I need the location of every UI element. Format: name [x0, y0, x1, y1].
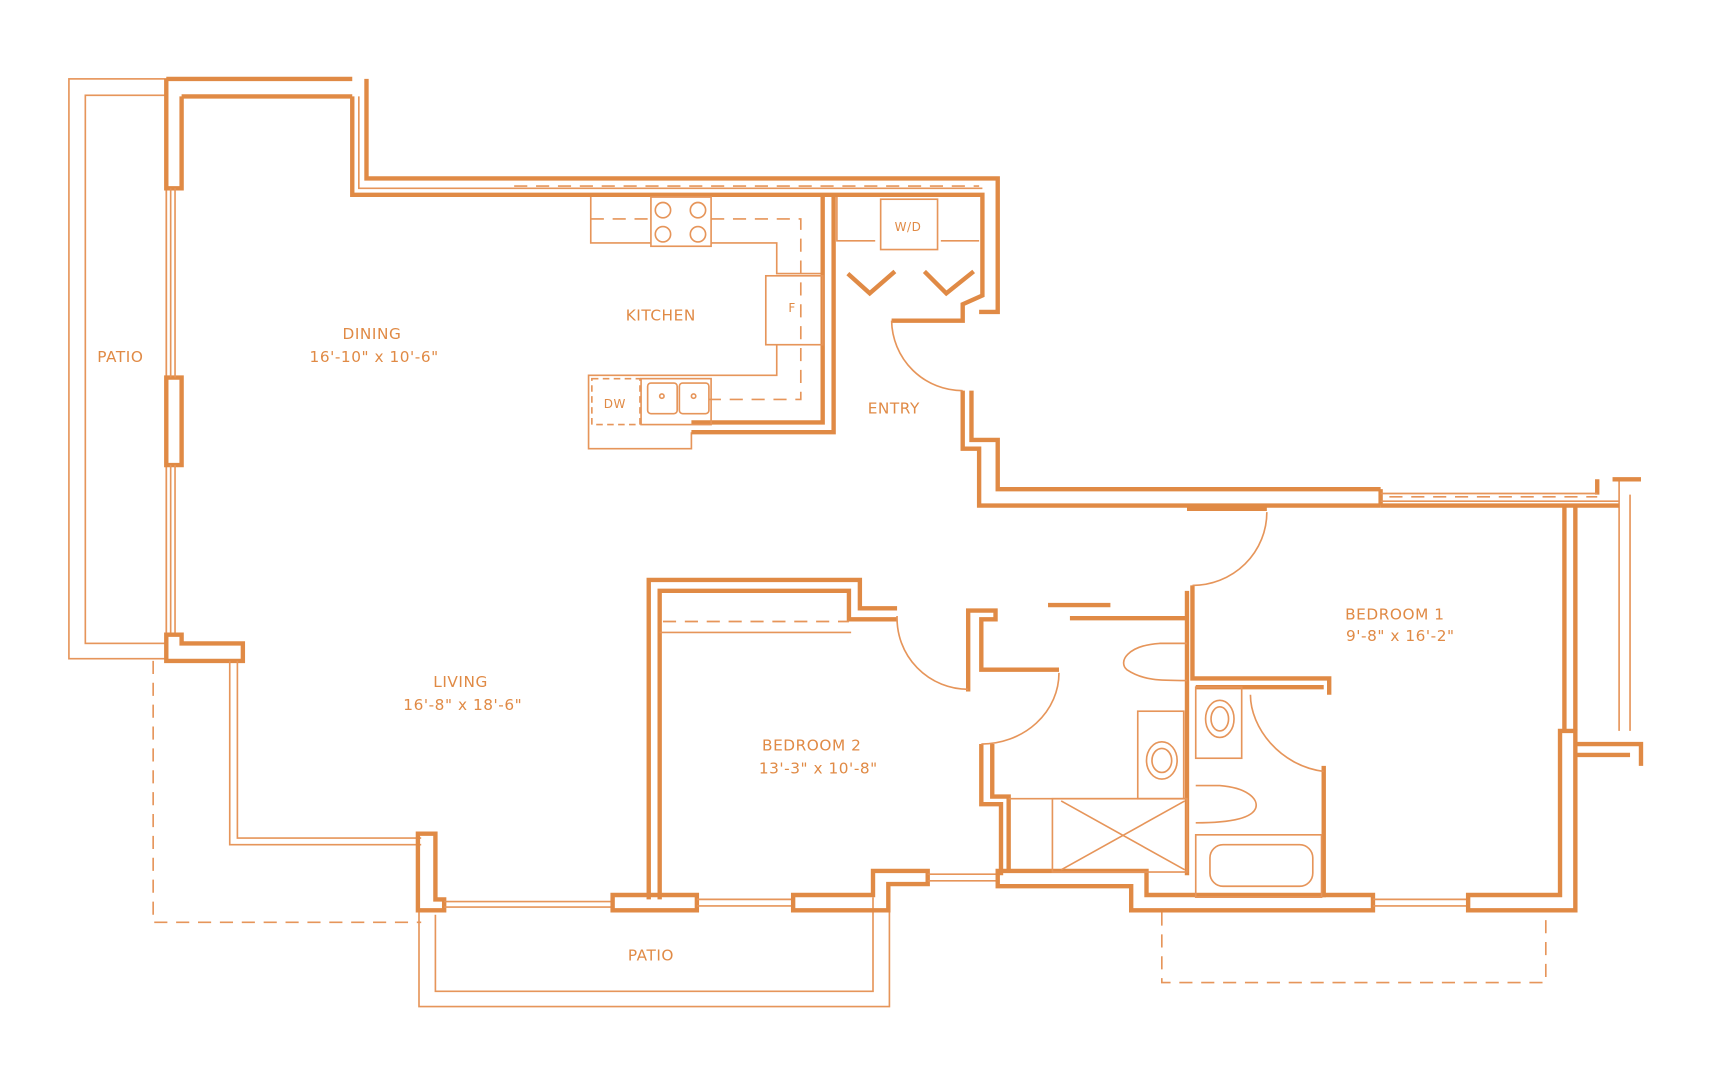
kitchen-counters: [587, 197, 836, 450]
bathroom2-door[interactable]: [981, 672, 1060, 745]
sink-icon: [640, 377, 712, 426]
bedroom1-door[interactable]: [1192, 512, 1268, 587]
patio-west-outline: [68, 78, 168, 660]
bedroom2-label: BEDROOM 2: [762, 737, 861, 755]
bathroom1-door[interactable]: [1249, 694, 1324, 773]
living-dims: 16'-8" x 18'-6": [403, 696, 522, 714]
bathroom2: [1008, 590, 1190, 876]
patio-east-dashed: [1160, 912, 1547, 984]
dining-label: DINING: [343, 325, 402, 343]
stove-icon: [650, 196, 712, 248]
bedroom1-walls: [1186, 506, 1332, 898]
entry-label: ENTRY: [868, 400, 920, 418]
bedroom2-door[interactable]: [896, 616, 969, 691]
dining-dims: 16'-10" x 10'-6": [310, 348, 439, 366]
dishwasher-icon: [591, 377, 641, 426]
kitchen-label: KITCHEN: [626, 307, 696, 325]
entry-door[interactable]: [890, 320, 963, 392]
patio-south-outline: [418, 888, 891, 1008]
fridge-icon: [764, 274, 824, 346]
dishwasher-label: DW: [604, 397, 626, 411]
living-label: LIVING: [433, 673, 488, 691]
patio-west-label: PATIO: [97, 348, 143, 366]
patio-west-dashed-extension: [152, 660, 422, 924]
bedroom1-dims: 9'-8" x 16'-2": [1346, 627, 1455, 645]
bathroom1: [1194, 686, 1323, 899]
exterior-walls: [164, 76, 1644, 913]
fridge-label: F: [788, 301, 795, 315]
laundry-closet: [836, 197, 980, 297]
washer-dryer-label: W/D: [895, 220, 922, 234]
patio-south-label: PATIO: [628, 947, 674, 965]
bedroom2-dims: 13'-3" x 10'-8": [759, 760, 878, 778]
bedroom1-label: BEDROOM 1: [1345, 605, 1444, 623]
bedroom2-walls: [646, 577, 1059, 900]
